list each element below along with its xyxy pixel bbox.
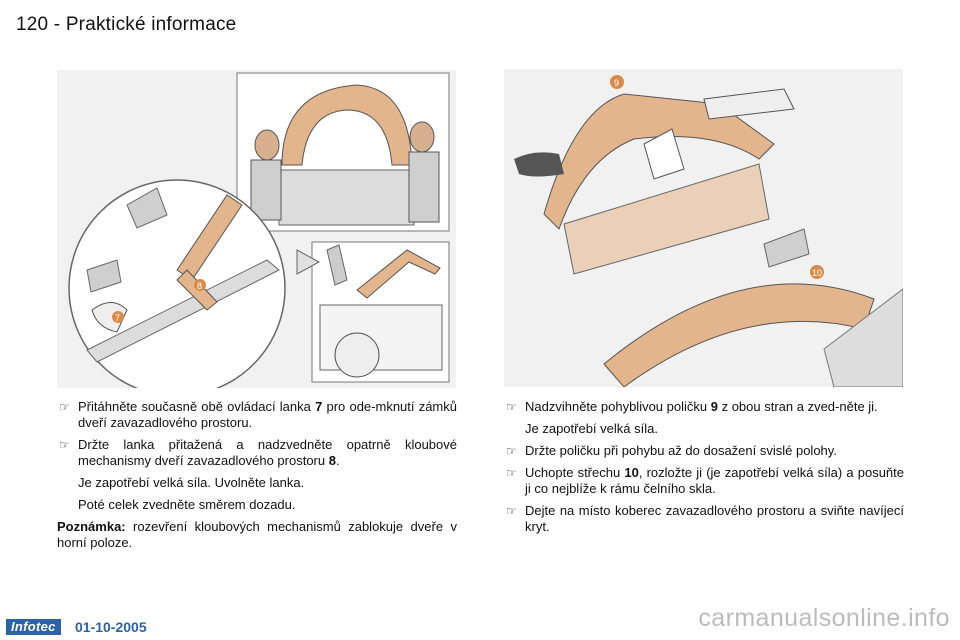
illustration-trunk-unlock: 7 8	[57, 70, 456, 397]
illustration-trunk-unlock-svg: 7 8	[68, 72, 450, 397]
watermark: carmanualsonline.info	[698, 604, 950, 632]
text-column-right: ☞ Nadzvihněte pohyblivou poličku 9 z obo…	[504, 399, 904, 541]
connector-arrow	[296, 249, 321, 275]
person-right-body	[408, 151, 440, 223]
header-separator: -	[53, 14, 61, 35]
illustration-roof-deploy-svg: 9 10	[504, 69, 904, 388]
callout-8-dot	[194, 279, 206, 291]
arrow-left	[86, 259, 122, 293]
callout-7: 7	[115, 313, 120, 323]
person-left-body	[250, 159, 282, 221]
illustration-roof-deploy: 9 10	[504, 69, 904, 388]
page-header: 120 - Praktické informace	[16, 14, 236, 36]
shelf-bottom	[563, 163, 770, 275]
pointer-icon: ☞	[59, 400, 70, 414]
callout-9-dot	[610, 75, 624, 89]
instruction-item: ☞ Držte poličku při pohybu až do dosažen…	[506, 443, 837, 458]
sub-line: Je zapotřebí velká síla.	[525, 421, 658, 436]
person-right-head	[409, 121, 435, 153]
instruction-item: ☞ Uchopte střechu 10, rozložte ji (je za…	[506, 465, 904, 496]
pointer-icon: ☞	[506, 504, 517, 518]
callout-10-dot	[810, 265, 824, 279]
pointer-icon: ☞	[59, 438, 70, 452]
note-text: rozevření kloubových mechanismů zablokuj…	[57, 519, 457, 550]
arrow-roof	[763, 228, 810, 268]
car-rear	[278, 169, 415, 226]
wheel	[334, 332, 380, 378]
pointer-icon: ☞	[506, 400, 517, 414]
callout-10: 10	[812, 268, 822, 278]
person-left-head	[254, 129, 280, 161]
page-title: Praktické informace	[65, 14, 237, 35]
arm-right	[703, 88, 795, 120]
callout-7-dot	[112, 311, 124, 323]
text-column-left: ☞ Přitáhněte současně obě ovládací lanka…	[57, 399, 457, 551]
callout-8: 8	[197, 281, 202, 291]
instruction-item: ☞ Nadzvihněte pohyblivou poličku 9 z obo…	[506, 399, 878, 414]
pointer-icon: ☞	[506, 444, 517, 458]
note: Poznámka: rozevření kloubových mechanism…	[57, 519, 457, 551]
lid-open	[356, 249, 441, 299]
arrow-up-left	[126, 187, 168, 229]
pointer-icon: ☞	[506, 466, 517, 480]
callout-9: 9	[614, 78, 619, 88]
instruction-item: ☞ Přitáhněte současně obě ovládací lanka…	[59, 399, 457, 430]
shelf-panel	[543, 93, 775, 230]
instruction-item: ☞ Držte lanka přitažená a nadzvedněte op…	[59, 437, 457, 468]
sub-line: Poté celek zvedněte směrem dozadu.	[78, 497, 296, 512]
infotec-logo: Infotec	[6, 619, 61, 635]
arrow-up-curve	[643, 128, 685, 180]
body-edge	[86, 259, 280, 363]
footer-date: 01-10-2005	[75, 619, 147, 635]
inset-arrow	[326, 244, 348, 286]
page-number: 120	[16, 14, 49, 35]
instruction-item: ☞ Dejte na místo koberec zavazadlového p…	[506, 503, 904, 534]
note-label: Poznámka:	[57, 519, 126, 534]
arm-left	[514, 152, 564, 177]
sub-line: Je zapotřebí velká síla. Uvolněte lanka.	[78, 475, 305, 490]
roof-panel	[603, 283, 875, 388]
